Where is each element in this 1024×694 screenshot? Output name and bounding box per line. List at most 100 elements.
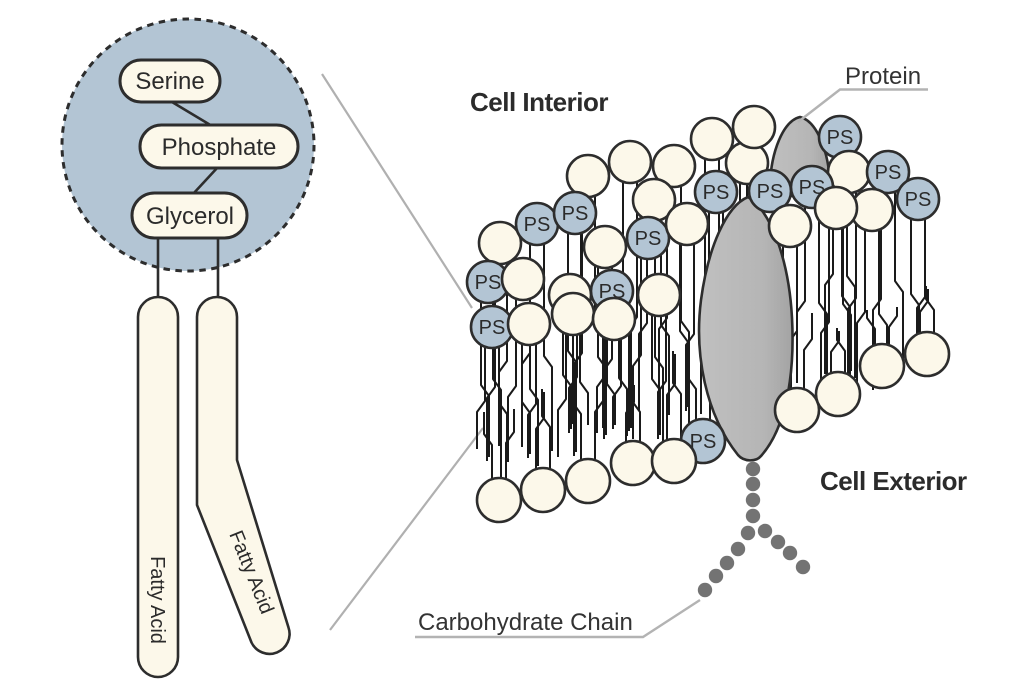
lipid-head — [609, 439, 657, 487]
ps-label: PS — [635, 228, 662, 250]
carbohydrate-dot — [740, 525, 756, 541]
lipid-tail — [505, 409, 515, 485]
lipid-tail — [498, 258, 508, 446]
ps-label: PS — [524, 214, 551, 236]
magnified-phospholipid: Serine Phosphate Glycerol Fatty Acid Fat… — [60, 17, 316, 679]
ps-label: PS — [875, 162, 902, 184]
lipid-head — [903, 330, 951, 378]
ps-label: PS — [799, 177, 826, 199]
lipid-head — [519, 466, 567, 514]
cell-exterior-label: Cell Exterior — [820, 466, 967, 496]
glycerol-pill — [130, 191, 249, 240]
lipid-tail — [866, 310, 876, 351]
carbohydrate-dot — [782, 545, 798, 561]
carbohydrate-label: Carbohydrate Chain — [418, 609, 633, 636]
ps-lipid-head — [625, 215, 671, 261]
fatty-acid-label-left: Fatty Acid — [146, 556, 168, 644]
serine-phosphate-bond — [171, 100, 213, 128]
lipid-tail — [830, 331, 840, 379]
lipid-tail — [541, 389, 551, 475]
lipid-head — [858, 342, 906, 390]
carbohydrate-leader-line — [415, 598, 701, 639]
ps-lipid-head — [895, 176, 941, 222]
glycerol-label: Glycerol — [146, 203, 234, 230]
lipid-tail — [796, 202, 806, 383]
carbohydrate-dot — [697, 582, 713, 598]
lipid-head — [582, 224, 628, 270]
lipid-heads-back-left — [565, 104, 777, 199]
ps-label: PS — [475, 272, 502, 294]
lipid-head — [814, 370, 862, 418]
ps-label: PS — [690, 431, 717, 453]
carbohydrate-dot — [745, 461, 761, 477]
phosphate-label: Phosphate — [162, 134, 277, 161]
lipid-head — [773, 386, 821, 434]
ps-lipid-head — [693, 169, 739, 215]
lipid-tail — [657, 310, 667, 439]
carbohydrate-dot — [745, 476, 761, 492]
lipid-tail — [527, 339, 537, 458]
serine-pill — [118, 58, 222, 104]
lipid-head — [565, 153, 611, 199]
lipid-head — [506, 301, 552, 347]
magnifier-line-top — [321, 73, 473, 309]
ps-label: PS — [479, 317, 506, 339]
phosphate-glycerol-bond — [192, 166, 219, 195]
lipid-tail — [666, 354, 676, 446]
lipid-tail — [842, 223, 852, 371]
lipid-tail — [594, 368, 604, 466]
lipid-head — [564, 457, 612, 505]
ps-label: PS — [703, 182, 730, 204]
ps-label: PS — [562, 203, 589, 225]
lipid-tail — [651, 310, 661, 435]
lipid-tail — [579, 329, 589, 425]
lipid-tail — [856, 225, 866, 383]
carbohydrate-dot — [745, 492, 761, 508]
lipid-head — [664, 201, 710, 247]
lipid-head — [651, 143, 697, 189]
fatty-acid-tail-straight — [136, 295, 180, 679]
ps-label: PS — [757, 181, 784, 203]
lipid-tail — [894, 187, 904, 358]
lipid-tail — [919, 289, 929, 339]
lipid-tail — [535, 392, 545, 475]
lipid-tail — [672, 351, 682, 446]
ps-lipid-head — [865, 149, 911, 195]
serine-label: Serine — [135, 68, 204, 95]
lipid-tail — [476, 342, 486, 449]
lipid-head — [550, 291, 596, 337]
carbohydrate-dot — [745, 508, 761, 524]
carbohydrate-dot — [730, 541, 746, 557]
lipid-head — [689, 116, 735, 162]
lipid-tail — [631, 382, 641, 448]
lipid-head — [650, 437, 698, 485]
carbohydrate-dot — [770, 534, 786, 550]
lipid-tail — [521, 339, 531, 454]
transmembrane-protein — [697, 195, 794, 462]
lipid-tail — [625, 385, 635, 448]
lipid-tail — [818, 202, 828, 386]
lipid-tail — [847, 187, 857, 389]
carbohydrate-dot — [719, 555, 735, 571]
lipid-head — [591, 296, 637, 342]
lipid-head — [767, 203, 813, 249]
carbohydrate-dot — [708, 568, 724, 584]
carbohydrate-dot — [757, 523, 773, 539]
protein-leader-line — [797, 88, 928, 123]
lipid-tail — [925, 286, 935, 339]
lipid-tail — [543, 239, 553, 451]
ps-label: PS — [905, 189, 932, 211]
lipid-tail — [687, 358, 697, 426]
carbohydrate-chain-dots — [697, 461, 811, 598]
lipid-head — [813, 185, 859, 231]
protein-label: Protein — [845, 63, 921, 90]
lipid-tail — [803, 313, 813, 395]
lipid-tail — [685, 239, 695, 411]
lipid-tail — [820, 223, 830, 403]
lipid-tail — [572, 371, 582, 466]
lipid-head — [731, 104, 777, 150]
lipid-head — [636, 272, 682, 318]
